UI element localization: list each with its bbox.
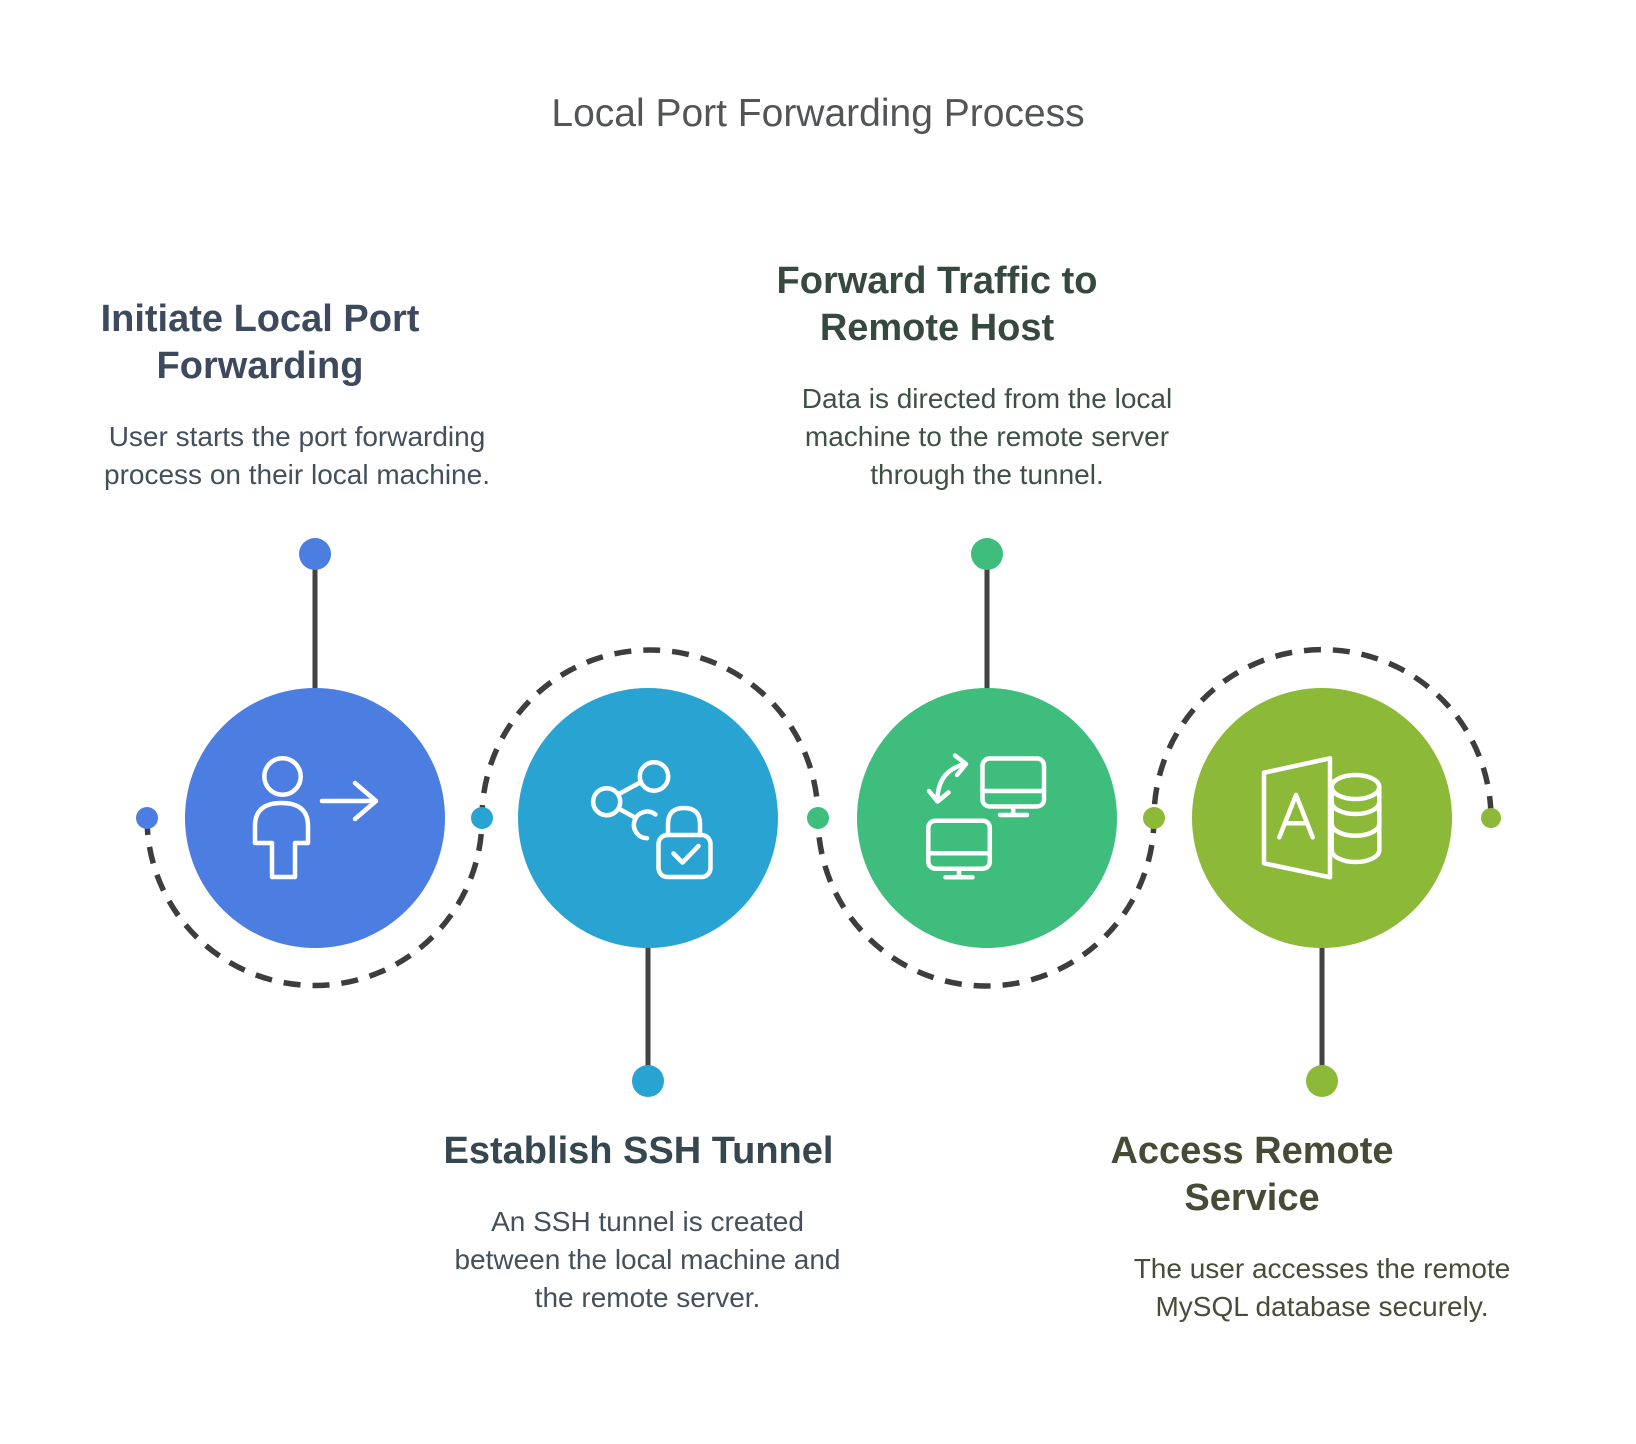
share-lock-icon bbox=[590, 760, 713, 880]
step-2-stem-dot bbox=[632, 1065, 664, 1097]
step-4-stem-dot bbox=[1306, 1065, 1338, 1097]
path-dot-3-4 bbox=[1143, 807, 1165, 829]
step-1-stem-dot bbox=[299, 538, 331, 570]
step-1-title: Initiate Local Port Forwarding bbox=[100, 298, 420, 387]
path-dot-start bbox=[136, 807, 158, 829]
step-2-description: An SSH tunnel is created between the loc… bbox=[454, 1206, 841, 1313]
step-1-description: User starts the port forwarding process … bbox=[104, 421, 490, 490]
step-4-description: The user accesses the remote MySQL datab… bbox=[1133, 1253, 1511, 1322]
access-page-shape bbox=[1261, 756, 1333, 880]
step-1-circle bbox=[185, 688, 445, 948]
step-2-text-block: Establish SSH Tunnel An SSH tunnel is cr… bbox=[430, 1128, 865, 1317]
step-4-text-block: Access Remote Service The user accesses … bbox=[1107, 1128, 1537, 1326]
step-3-circle bbox=[857, 688, 1117, 948]
step-3-stem-dot bbox=[971, 538, 1003, 570]
access-database-icon bbox=[1261, 756, 1382, 880]
step-3-description: Data is directed from the local machine … bbox=[801, 383, 1173, 490]
step-3-title: Forward Traffic to Remote Host bbox=[776, 260, 1098, 349]
step-2-circle bbox=[518, 688, 778, 948]
path-dot-2-3 bbox=[807, 807, 829, 829]
monitors-sync-icon bbox=[926, 753, 1047, 880]
step-3-text-block: Forward Traffic to Remote Host Data is d… bbox=[767, 258, 1207, 494]
user-arrow-icon bbox=[252, 756, 379, 880]
page-title: Local Port Forwarding Process bbox=[551, 92, 1085, 135]
path-dot-1-2 bbox=[471, 807, 493, 829]
path-dot-end bbox=[1481, 808, 1501, 828]
step-4-title: Access Remote Service bbox=[1110, 1130, 1394, 1219]
step-1-text-block: Initiate Local Port Forwarding User star… bbox=[82, 296, 512, 494]
step-2-title: Establish SSH Tunnel bbox=[443, 1130, 834, 1172]
